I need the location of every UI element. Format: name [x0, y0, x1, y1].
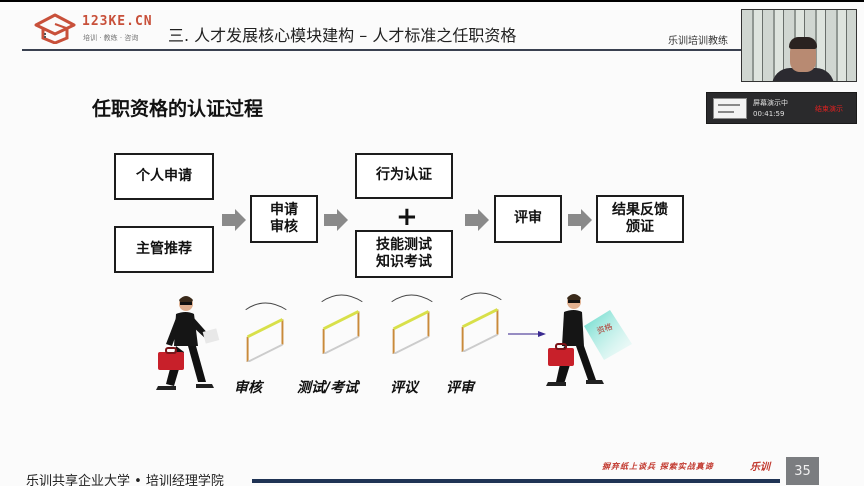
flow-box-label: 行为认证: [376, 167, 432, 184]
footer-divider: [252, 479, 780, 483]
logo-subtitle: 培训 · 教练 · 咨询: [83, 34, 139, 42]
screen-share-thumbnail: [713, 98, 747, 119]
logo-text: 123KE.CN: [82, 14, 153, 29]
logo: 123KE.CN 培训 · 教练 · 咨询: [34, 12, 154, 46]
flow-arrow-icon: [465, 209, 489, 231]
flow-box-result-feedback: 结果反馈 颁证: [596, 195, 684, 243]
hurdle-label: 评议: [390, 380, 418, 396]
flow-box-manager-recommend: 主管推荐: [114, 226, 214, 273]
presenter-webcam-overlay[interactable]: [741, 9, 857, 82]
flow-box-skill-knowledge-test: 技能测试 知识考试: [355, 230, 453, 278]
presenter-body: [772, 68, 834, 81]
page-number-badge: 35: [786, 457, 819, 485]
screen-share-widget: 屏幕演示中 00:41:59 结束演示: [706, 92, 857, 124]
businessman-walking-icon: [156, 296, 220, 390]
header-divider: [22, 49, 742, 51]
flow-box-label: 申请 审核: [270, 201, 298, 236]
plus-icon: +: [396, 202, 418, 232]
header-brand-text: 乐训培训教练: [668, 36, 728, 47]
footer-organization: 乐训共享企业大学 • 培训经理学院: [26, 474, 224, 486]
footer-slogan: 摒弃纸上谈兵 探索实战真谛: [602, 462, 714, 471]
slide-header-title: 三. 人才发展核心模块建构 – 人才标准之任职资格: [168, 26, 517, 45]
businessman-with-certificate-icon: 资格: [546, 294, 632, 386]
screen-share-status: 屏幕演示中: [753, 99, 788, 107]
hurdle-icon: [321, 294, 363, 354]
graduation-cap-logo-icon: [34, 13, 76, 44]
flow-arrow-icon: [324, 209, 348, 231]
section-title: 任职资格的认证过程: [92, 98, 264, 120]
hurdle-icon: [460, 292, 502, 352]
flow-box-label: 技能测试 知识考试: [376, 236, 432, 271]
progress-arrow-icon: [508, 331, 546, 337]
presenter-hair: [789, 37, 817, 49]
hurdle-icon: [245, 302, 287, 362]
flow-box-label: 主管推荐: [136, 240, 192, 257]
footer-signature: 乐训: [750, 462, 770, 473]
flow-box-personal-application: 个人申请: [114, 153, 214, 200]
flow-arrow-icon: [568, 209, 592, 231]
flow-box-label: 个人申请: [136, 167, 192, 184]
screen-share-timer: 00:41:59: [753, 110, 785, 118]
hurdle-label: 评审: [446, 380, 474, 396]
stop-sharing-button[interactable]: 结束演示: [815, 105, 843, 113]
flow-box-label: 结果反馈 颁证: [612, 201, 668, 236]
flow-box-behavior-certification: 行为认证: [355, 153, 453, 199]
hurdle-label: 审核: [234, 380, 262, 396]
flow-box-label: 评审: [514, 210, 542, 227]
flow-box-application-review: 申请 审核: [250, 195, 318, 243]
flow-arrow-icon: [222, 209, 246, 231]
flow-box-evaluation: 评审: [494, 195, 562, 243]
hurdle-icon: [391, 294, 433, 354]
hurdle-label: 测试/考试: [297, 380, 359, 396]
